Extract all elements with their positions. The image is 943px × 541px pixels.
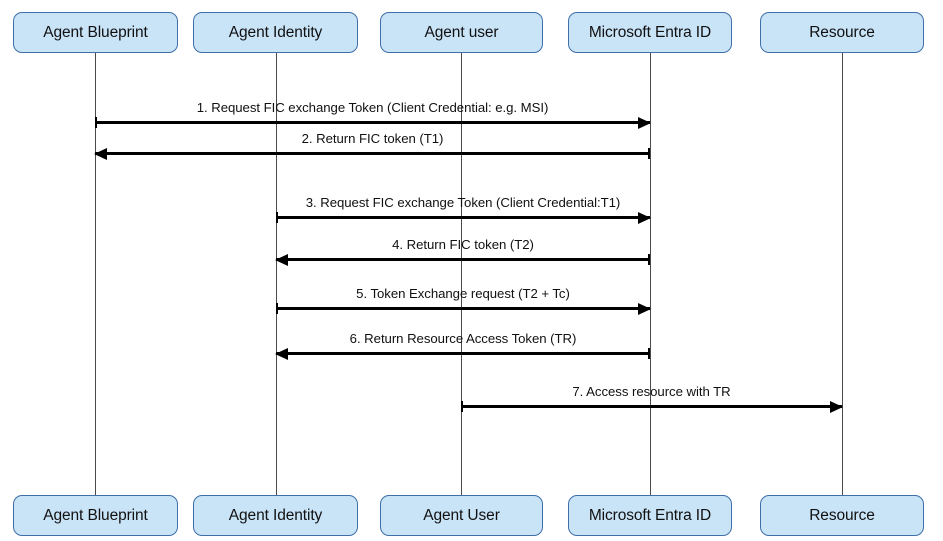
message-4-tail — [648, 254, 650, 265]
message-3-label: 3. Request FIC exchange Token (Client Cr… — [305, 195, 621, 210]
message-7[interactable]: 7. Access resource with TR — [461, 384, 843, 413]
participant-header-resource[interactable]: Resource — [760, 12, 924, 53]
message-1-label: 1. Request FIC exchange Token (Client Cr… — [196, 100, 549, 115]
message-1-tail — [95, 117, 97, 128]
participant-footer-entra-id[interactable]: Microsoft Entra ID — [568, 495, 732, 536]
lifeline-entra-id — [650, 53, 651, 495]
message-5[interactable]: 5. Token Exchange request (T2 + Tc) — [276, 286, 651, 315]
message-6-line — [276, 352, 650, 355]
lifeline-resource — [842, 53, 843, 495]
message-2-line — [95, 152, 650, 155]
message-6[interactable]: 6. Return Resource Access Token (TR) — [275, 331, 650, 360]
message-3[interactable]: 3. Request FIC exchange Token (Client Cr… — [276, 195, 651, 224]
message-4-label: 4. Return FIC token (T2) — [392, 237, 534, 252]
message-7-line — [461, 405, 842, 408]
lifeline-agent-user — [461, 53, 462, 495]
message-6-tail — [648, 348, 650, 359]
participant-footer-resource[interactable]: Resource — [760, 495, 924, 536]
lifeline-agent-blueprint — [95, 53, 96, 495]
message-5-line — [276, 307, 650, 310]
message-3-tail — [276, 212, 278, 223]
participant-footer-label: Agent User — [423, 507, 500, 524]
message-6-label: 6. Return Resource Access Token (TR) — [349, 331, 577, 346]
message-4-arrowhead-icon — [275, 253, 288, 266]
participant-footer-label: Resource — [809, 507, 875, 524]
participant-header-label: Agent Identity — [228, 24, 323, 41]
message-1-arrowhead-icon — [638, 116, 651, 129]
participant-header-label: Microsoft Entra ID — [588, 24, 712, 41]
message-1[interactable]: 1. Request FIC exchange Token (Client Cr… — [95, 100, 651, 129]
participant-header-agent-blueprint[interactable]: Agent Blueprint — [13, 12, 178, 53]
message-7-arrowhead-icon — [830, 400, 843, 413]
lifeline-agent-identity — [276, 53, 277, 495]
participant-footer-label: Agent Identity — [228, 507, 323, 524]
participant-header-label: Agent Blueprint — [43, 24, 148, 41]
message-2-arrowhead-icon — [94, 147, 107, 160]
participant-header-agent-identity[interactable]: Agent Identity — [193, 12, 358, 53]
message-5-tail — [276, 303, 278, 314]
message-2-label: 2. Return FIC token (T1) — [301, 131, 444, 146]
participant-header-entra-id[interactable]: Microsoft Entra ID — [568, 12, 732, 53]
participant-footer-agent-blueprint[interactable]: Agent Blueprint — [13, 495, 178, 536]
message-4-line — [276, 258, 650, 261]
message-4[interactable]: 4. Return FIC token (T2) — [275, 237, 650, 266]
message-3-line — [276, 216, 650, 219]
message-5-arrowhead-icon — [638, 302, 651, 315]
message-1-line — [95, 121, 650, 124]
message-3-arrowhead-icon — [638, 211, 651, 224]
participant-header-agent-user[interactable]: Agent user — [380, 12, 543, 53]
participant-header-label: Resource — [809, 24, 875, 41]
participant-footer-agent-identity[interactable]: Agent Identity — [193, 495, 358, 536]
message-5-label: 5. Token Exchange request (T2 + Tc) — [356, 286, 570, 301]
participant-footer-agent-user[interactable]: Agent User — [380, 495, 543, 536]
message-7-tail — [461, 401, 463, 412]
message-6-arrowhead-icon — [275, 347, 288, 360]
participant-footer-label: Microsoft Entra ID — [588, 507, 712, 524]
message-2[interactable]: 2. Return FIC token (T1) — [94, 131, 650, 160]
participant-footer-label: Agent Blueprint — [43, 507, 148, 524]
participant-header-label: Agent user — [424, 24, 499, 41]
message-2-tail — [648, 148, 650, 159]
message-7-label: 7. Access resource with TR — [572, 384, 731, 399]
